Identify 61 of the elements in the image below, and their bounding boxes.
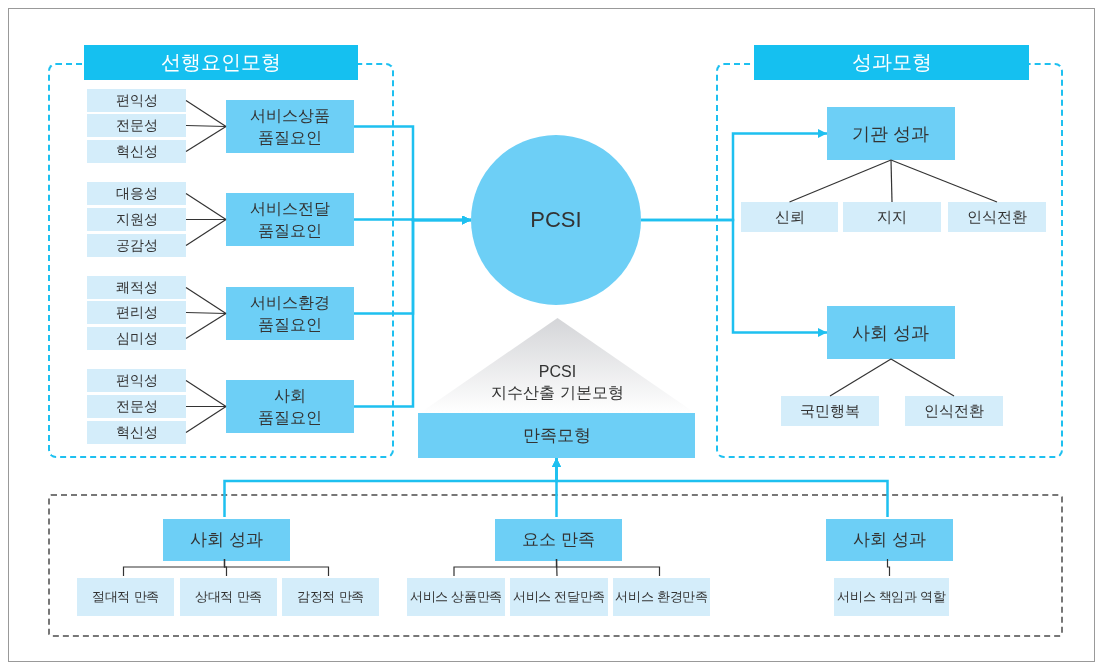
item-box: 서비스 책임과 역할 [834,578,949,616]
attribute-box: 전문성 [87,395,186,418]
attribute-box: 지원성 [87,208,186,231]
arrow [354,215,471,408]
connector-line [185,125,227,153]
item-box: 절대적 만족 [77,578,174,616]
connector-line [890,358,955,397]
dashed-frame [48,494,1063,637]
result-box: 사회 성과 [827,306,955,359]
arrow [552,458,889,517]
item-box: 상대적 만족 [180,578,277,616]
item-box: 인식전환 [905,396,1003,426]
connector-line [185,218,227,247]
item-box: 서비스 환경만족 [613,578,710,616]
factor-box: 서비스환경 품질요인 [226,287,354,340]
item-box: 국민행복 [781,396,879,426]
connector-line [185,311,227,315]
index-circle: PCSI [471,135,641,305]
connector-line [890,159,998,203]
connector-line [185,286,227,315]
connector-line [829,358,892,397]
factor-box: 서비스상품 품질요인 [226,100,354,153]
attribute-box: 대응성 [87,182,186,205]
connector-line [223,558,330,577]
factor-box: 사회 품질요인 [226,380,354,433]
attribute-box: 공감성 [87,234,186,257]
connector-line [886,558,891,577]
attribute-box: 편익성 [87,89,186,112]
item-box: 지지 [843,202,941,232]
attribute-box: 편익성 [87,369,186,392]
connector-line [185,192,227,221]
connector-line [185,312,227,340]
item-box: 인식전환 [948,202,1046,232]
item-box: 감정적 만족 [282,578,379,616]
group-heading: 선행요인모형 [84,45,358,80]
connector-line [185,405,227,408]
factor-box: 서비스전달 품질요인 [226,193,354,246]
connector-line [185,124,227,128]
group-heading: 성과모형 [754,45,1029,80]
model-box: 만족모형 [418,413,695,458]
connector-line [185,379,227,408]
result-box: 사회 성과 [163,519,290,561]
item-box: 신뢰 [741,202,838,232]
connector-line [185,99,227,128]
connector-line [185,405,227,434]
attribute-box: 혁신성 [87,140,186,163]
attribute-box: 쾌적성 [87,276,186,299]
result-box: 사회 성과 [826,519,953,561]
attribute-box: 심미성 [87,327,186,350]
connector-line [185,218,227,221]
connector-line [555,558,661,577]
attribute-box: 혁신성 [87,421,186,444]
item-box: 서비스 상품만족 [407,578,505,616]
attribute-box: 전문성 [87,114,186,137]
item-box: 서비스 전달만족 [510,578,608,616]
result-box: 기관 성과 [827,107,955,160]
connector-line [788,159,892,203]
result-box: 요소 만족 [495,519,622,561]
attribute-box: 편리성 [87,301,186,324]
connector-line [890,159,893,203]
arrow [641,218,827,337]
